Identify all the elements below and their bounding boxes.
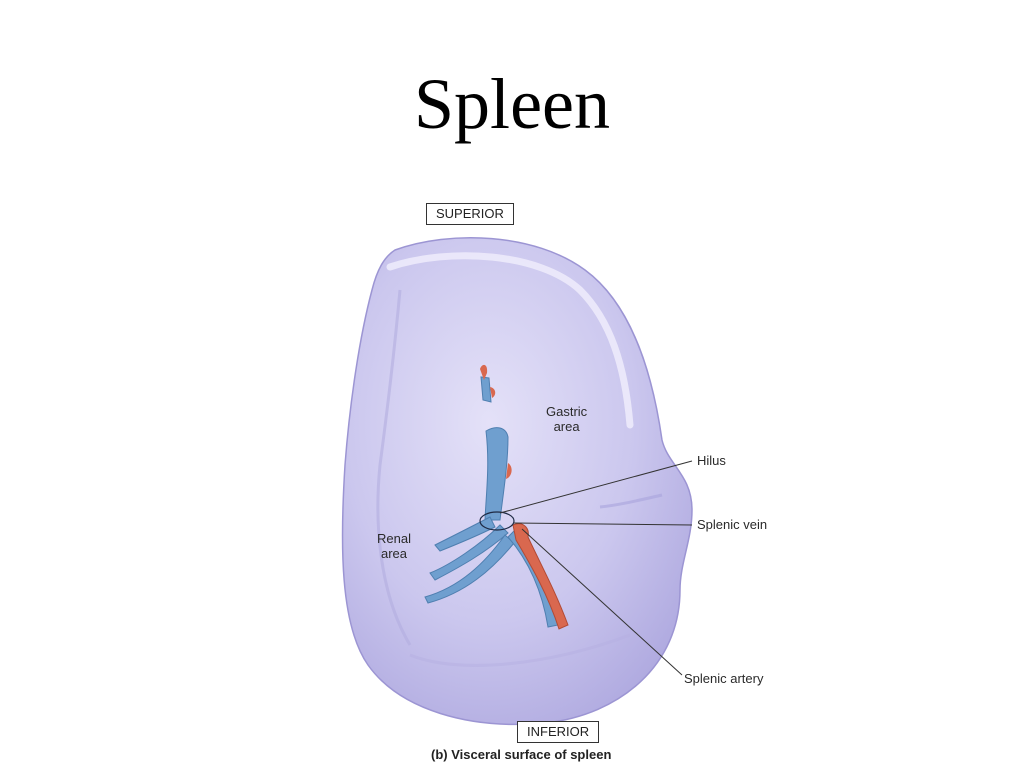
splenic-vein-leader-line [513,522,693,526]
hilus-label: Hilus [697,453,726,468]
spleen-figure: SUPERIOR INFERIOR Gastric area Renal are… [300,195,800,768]
spleen-body [341,236,693,726]
splenic-vein-branch-lower2 [424,534,515,604]
spleen-inner-fold [376,289,412,646]
slide-title: Spleen [414,64,610,144]
figure-caption: (b) Visceral surface of spleen [431,747,612,762]
renal-area-line1: Renal [377,531,411,546]
gastric-area-line2: area [553,419,580,434]
gastric-area-label: Gastric area [546,404,587,434]
upper-vein-stub [480,376,492,403]
inferior-label: INFERIOR [517,721,600,743]
splenic-vein-branch-left [434,516,496,552]
splenic-artery-branch [506,463,512,479]
spleen-illustration [341,236,693,726]
renal-area-line2: area [380,546,407,561]
renal-area-label: Renal area [377,531,411,561]
upper-artery-stub [480,364,488,380]
superior-label: SUPERIOR [426,203,514,225]
gastric-area-line1: Gastric [546,404,588,419]
splenic-vein-branch-lower1 [429,524,509,581]
upper-artery-stub-2 [490,387,496,398]
splenic-vein-trunk [484,427,509,521]
spleen-notch [599,493,663,509]
splenic-vein-label: Splenic vein [697,517,768,532]
hilus-leader-line [499,460,693,514]
splenic-artery-leader-line [521,528,683,676]
splenic-artery-label: Splenic artery [684,671,764,686]
splenic-artery-trunk [512,523,569,630]
spleen-lower-fold [409,633,631,667]
hilus-marker [479,511,515,531]
spleen-rim-highlight [386,252,634,429]
